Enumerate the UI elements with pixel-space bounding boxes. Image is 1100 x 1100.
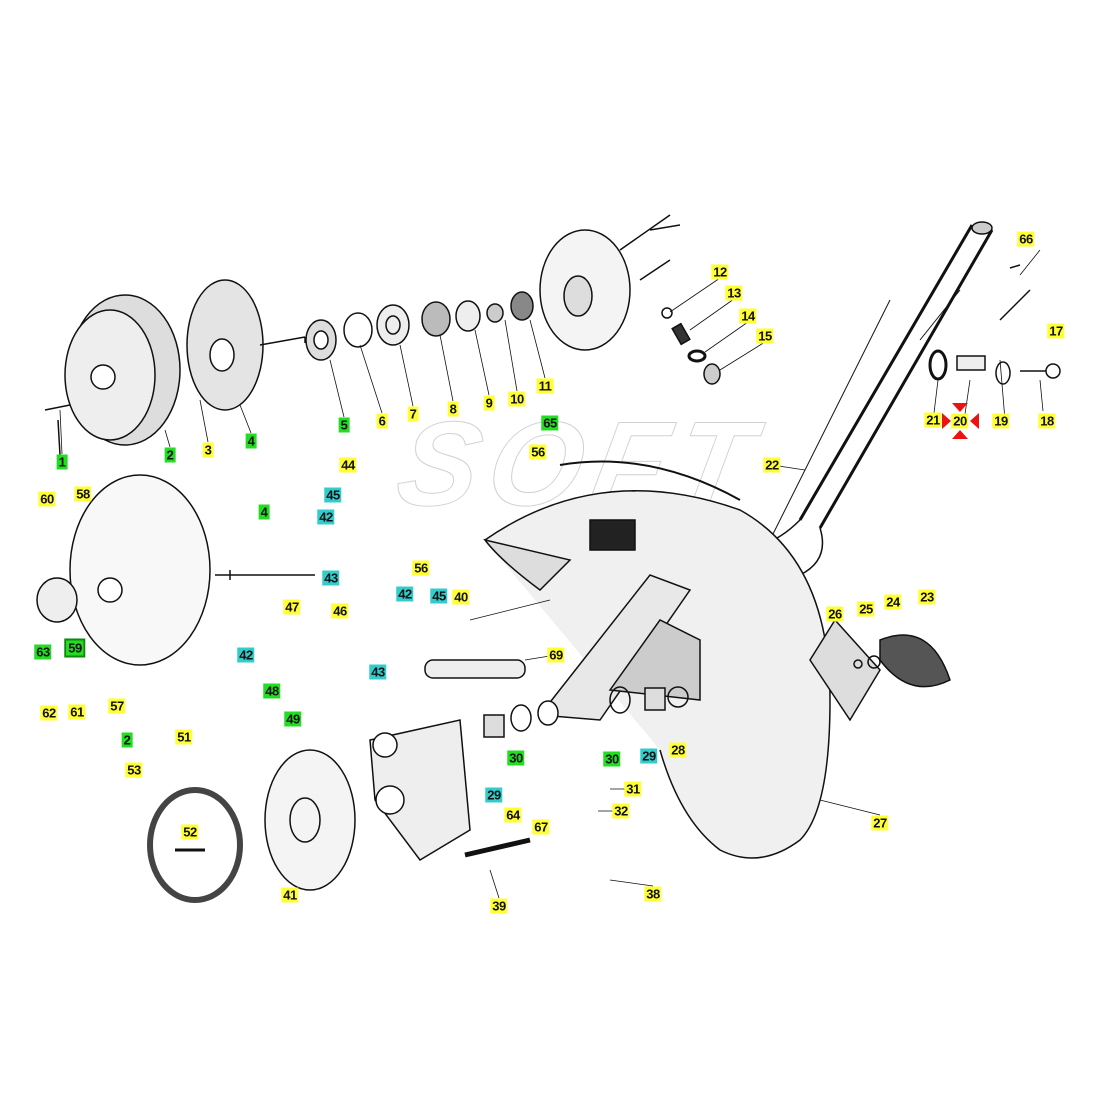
part-label[interactable]: 47: [283, 599, 301, 615]
part-label[interactable]: 30: [507, 750, 525, 766]
part-label[interactable]: 17: [1047, 323, 1065, 339]
brake-shoes: [147, 787, 243, 903]
part-label[interactable]: 1: [56, 454, 68, 470]
part-label[interactable]: 49: [284, 711, 302, 727]
shaft-69: [424, 659, 526, 679]
part-label[interactable]: 40: [452, 589, 470, 605]
part-label[interactable]: 14: [739, 308, 757, 324]
part-label[interactable]: 56: [529, 444, 547, 460]
part-label[interactable]: 11: [536, 378, 554, 394]
part-label[interactable]: 19: [992, 413, 1010, 429]
highlight-arrow-top: [952, 403, 968, 412]
part-label[interactable]: 26: [826, 606, 844, 622]
part-label[interactable]: 58: [74, 486, 92, 502]
leader-lines: [59, 249, 1044, 899]
part-label[interactable]: 24: [884, 594, 902, 610]
brake-plate-49: [264, 749, 356, 891]
part-label[interactable]: 21: [924, 412, 942, 428]
part-label[interactable]: 23: [918, 589, 936, 605]
part-label[interactable]: 43: [322, 570, 340, 586]
part-label[interactable]: 57: [108, 698, 126, 714]
part-label[interactable]: 46: [331, 603, 349, 619]
part-label[interactable]: 28: [669, 742, 687, 758]
part-label[interactable]: 9: [483, 395, 495, 411]
part-label[interactable]: 10: [508, 391, 526, 407]
part-label[interactable]: 42: [396, 586, 414, 602]
mounting-plates: [809, 618, 951, 722]
part-label[interactable]: 3: [202, 442, 214, 458]
part-label[interactable]: 69: [547, 647, 565, 663]
highlight-arrow-left: [942, 413, 951, 429]
part-label[interactable]: 2: [164, 447, 176, 463]
part-label[interactable]: 45: [324, 487, 342, 503]
part-label[interactable]: 5: [338, 417, 350, 433]
part-label[interactable]: 64: [504, 807, 522, 823]
part-label[interactable]: 42: [317, 509, 335, 525]
part-label[interactable]: 44: [339, 457, 357, 473]
part-label-highlighted[interactable]: 20: [951, 413, 969, 429]
part-label[interactable]: 29: [485, 787, 503, 803]
part-label[interactable]: 60: [38, 491, 56, 507]
part-label[interactable]: 29: [640, 748, 658, 764]
highlight-arrow-bottom: [952, 430, 968, 439]
part-label[interactable]: 32: [612, 803, 630, 819]
bleed-screw-parts: [661, 307, 721, 385]
part-label[interactable]: 59: [64, 638, 86, 658]
part-label[interactable]: 61: [68, 704, 86, 720]
part-label[interactable]: 45: [430, 588, 448, 604]
part-label[interactable]: 6: [376, 413, 388, 429]
part-label[interactable]: 52: [181, 824, 199, 840]
part-label[interactable]: 65: [541, 415, 559, 431]
part-label[interactable]: 13: [725, 285, 743, 301]
part-label[interactable]: 25: [857, 601, 875, 617]
bearings-29-30: [483, 686, 689, 738]
part-label[interactable]: 4: [258, 504, 270, 520]
part-label[interactable]: 30: [603, 751, 621, 767]
part-label[interactable]: 43: [369, 664, 387, 680]
part-label[interactable]: 18: [1038, 413, 1056, 429]
part-label[interactable]: 56: [412, 560, 430, 576]
brake-backplate: [36, 474, 315, 666]
part-label[interactable]: 15: [756, 328, 774, 344]
part-label[interactable]: 42: [237, 647, 255, 663]
part-label[interactable]: 7: [407, 406, 419, 422]
fork-steering-tube: [759, 221, 1061, 576]
highlight-arrow-right: [970, 413, 979, 429]
part-label[interactable]: 66: [1017, 231, 1035, 247]
hub-housing: [539, 214, 681, 351]
part-label[interactable]: 31: [624, 781, 642, 797]
part-label[interactable]: 53: [125, 762, 143, 778]
part-label[interactable]: 2: [121, 732, 133, 748]
part-label[interactable]: 12: [711, 264, 729, 280]
part-label[interactable]: 27: [871, 815, 889, 831]
hub-bracket: [369, 719, 531, 861]
hub-flange: [186, 279, 306, 411]
part-label[interactable]: 22: [763, 457, 781, 473]
part-label[interactable]: 67: [532, 819, 550, 835]
part-label[interactable]: 48: [263, 683, 281, 699]
part-label[interactable]: 63: [34, 644, 52, 660]
part-label[interactable]: 38: [644, 886, 662, 902]
part-label[interactable]: 41: [281, 887, 299, 903]
part-label[interactable]: 4: [245, 433, 257, 449]
part-label[interactable]: 51: [175, 729, 193, 745]
brake-drum: [44, 294, 181, 456]
swing-arm: [537, 519, 701, 726]
part-label[interactable]: 62: [40, 705, 58, 721]
part-label[interactable]: 39: [490, 898, 508, 914]
part-label[interactable]: 8: [447, 401, 459, 417]
bearings-row: [305, 291, 534, 361]
